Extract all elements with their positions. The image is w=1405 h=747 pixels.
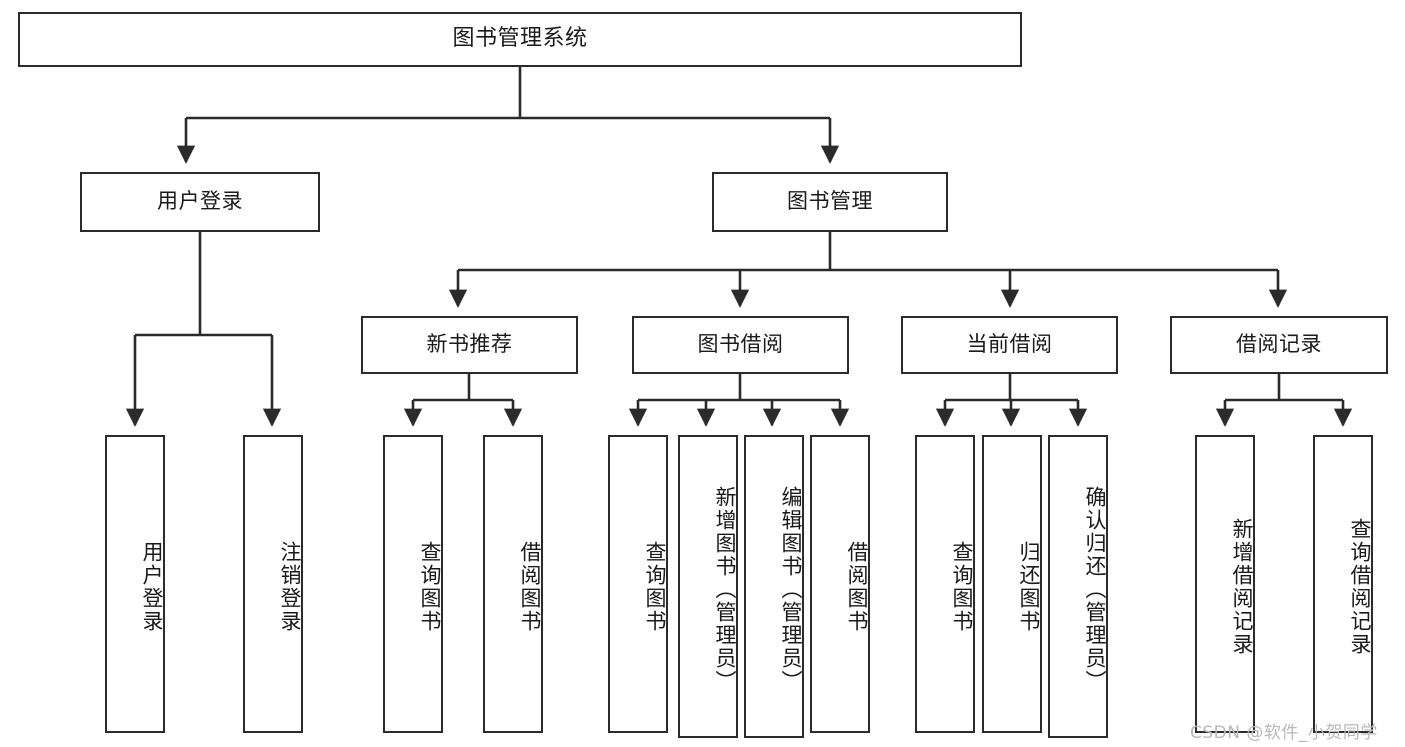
node-label: 查询图书 (950, 541, 974, 633)
node-leaf-query-borrow-record[interactable]: 查询借阅记录 (1313, 435, 1373, 733)
node-leaf-user-login[interactable]: 用户登录 (105, 435, 165, 733)
node-user-login[interactable]: 用户登录 (80, 172, 320, 232)
node-label: 编辑图书（管理员） (779, 486, 803, 693)
node-label: 图书管理 (787, 189, 873, 214)
node-label: 新书推荐 (426, 332, 513, 357)
node-label: 当前借阅 (966, 332, 1053, 357)
node-label: 查询图书 (418, 541, 442, 633)
node-leaf-add-book-admin[interactable]: 新增图书（管理员） (678, 435, 738, 738)
node-label: 图书借阅 (697, 332, 784, 357)
node-label: 用户登录 (157, 189, 243, 214)
node-leaf-query-book-new-recommend[interactable]: 查询图书 (383, 435, 443, 733)
node-label: 归还图书 (1017, 541, 1041, 633)
node-label: 新增图书（管理员） (713, 486, 737, 693)
node-label: 确认归还（管理员） (1083, 486, 1107, 693)
node-label: 查询图书 (643, 541, 667, 633)
node-leaf-edit-book-admin[interactable]: 编辑图书（管理员） (744, 435, 804, 738)
node-book-management[interactable]: 图书管理 (712, 172, 948, 232)
node-root-library-management-system[interactable]: 图书管理系统 (18, 12, 1022, 67)
node-book-borrow[interactable]: 图书借阅 (632, 316, 849, 374)
node-leaf-query-book-borrow[interactable]: 查询图书 (608, 435, 668, 733)
node-leaf-query-book-current[interactable]: 查询图书 (915, 435, 975, 733)
node-label: 借阅记录 (1236, 332, 1322, 357)
node-leaf-return-book[interactable]: 归还图书 (982, 435, 1042, 733)
node-label: 注销登录 (278, 541, 302, 633)
node-label: 新增借阅记录 (1230, 518, 1254, 656)
node-borrow-record[interactable]: 借阅记录 (1170, 316, 1388, 374)
node-label: 用户登录 (140, 541, 164, 633)
node-new-book-recommend[interactable]: 新书推荐 (361, 316, 578, 374)
node-label: 图书管理系统 (452, 26, 588, 52)
node-leaf-borrow-book-new-recommend[interactable]: 借阅图书 (483, 435, 543, 733)
node-label: 查询借阅记录 (1348, 518, 1372, 656)
node-label: 借阅图书 (518, 541, 542, 633)
node-leaf-confirm-return-admin[interactable]: 确认归还（管理员） (1048, 435, 1108, 738)
node-label: 借阅图书 (845, 541, 869, 633)
node-leaf-add-borrow-record[interactable]: 新增借阅记录 (1195, 435, 1255, 733)
csdn-watermark: CSDN @软件_小贺同学 (1190, 723, 1378, 743)
node-leaf-logout-login[interactable]: 注销登录 (243, 435, 303, 733)
node-leaf-borrow-book-borrow[interactable]: 借阅图书 (810, 435, 870, 733)
node-current-borrow[interactable]: 当前借阅 (901, 316, 1118, 374)
